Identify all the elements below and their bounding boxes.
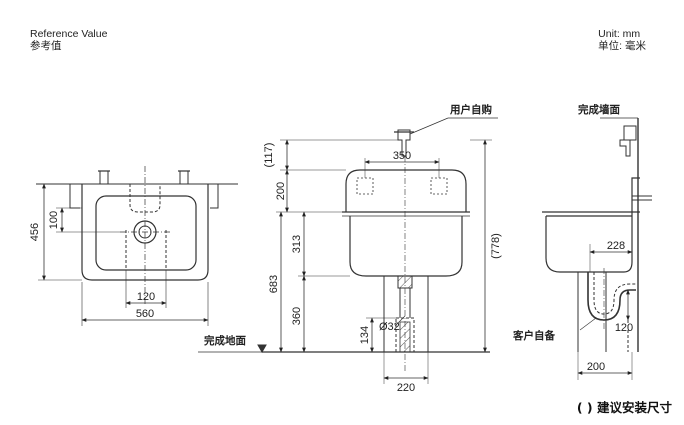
side-customer-label: 客户自备 (512, 329, 555, 342)
plan-drain-label: 100 (48, 211, 60, 229)
front-basin-bowl (349, 216, 463, 277)
side-trap-height: 120 (615, 322, 633, 334)
caption: ( ) 建议安装尺寸 (577, 400, 673, 415)
floor-line (198, 344, 490, 354)
front-basin-top (345, 169, 467, 212)
front-basin-depth: 313 (291, 235, 303, 253)
basin-inner (95, 195, 197, 271)
side-view (542, 117, 652, 380)
wall-faucet-icon (619, 125, 637, 157)
side-projection: 228 (607, 240, 625, 252)
reference-note: Reference Value 参考值 (30, 28, 107, 52)
plan-height-label: 456 (29, 223, 41, 241)
faucet-post-left (99, 170, 109, 185)
front-overall: (778) (490, 233, 502, 259)
faucet-post-right (179, 170, 189, 185)
reference-note-en: Reference Value (30, 28, 108, 40)
trap-outer (587, 272, 636, 321)
front-faucet-label: 用户自购 (449, 103, 492, 116)
plan-width-label: 560 (136, 308, 154, 320)
unit-note-cn: 单位: 毫米 (598, 40, 646, 52)
unit-note-en: Unit: mm (598, 28, 641, 40)
side-wall-label: 完成墙面 (578, 103, 620, 116)
plan-view (36, 166, 238, 326)
front-base-width: 220 (397, 382, 415, 394)
faucet-icon (397, 129, 411, 157)
front-top-gap: (117) (263, 143, 275, 168)
unit-note: Unit: mm 单位: 毫米 (598, 28, 646, 52)
front-faucet-spacing: 350 (393, 150, 411, 162)
front-base-height: 360 (291, 307, 303, 325)
front-pipe-height: 134 (359, 326, 371, 344)
front-rim-height: 683 (268, 275, 280, 293)
front-pipe-diameter: Ø32 (379, 321, 400, 333)
plan-offset-label: 120 (137, 291, 155, 303)
side-basin-outline (545, 177, 640, 273)
front-upper: 200 (275, 182, 287, 200)
front-view (276, 117, 498, 384)
side-trap-offset: 200 (587, 361, 605, 373)
reference-note-cn: 参考值 (30, 40, 62, 52)
plan-floor-label: 完成地面 (204, 334, 246, 347)
